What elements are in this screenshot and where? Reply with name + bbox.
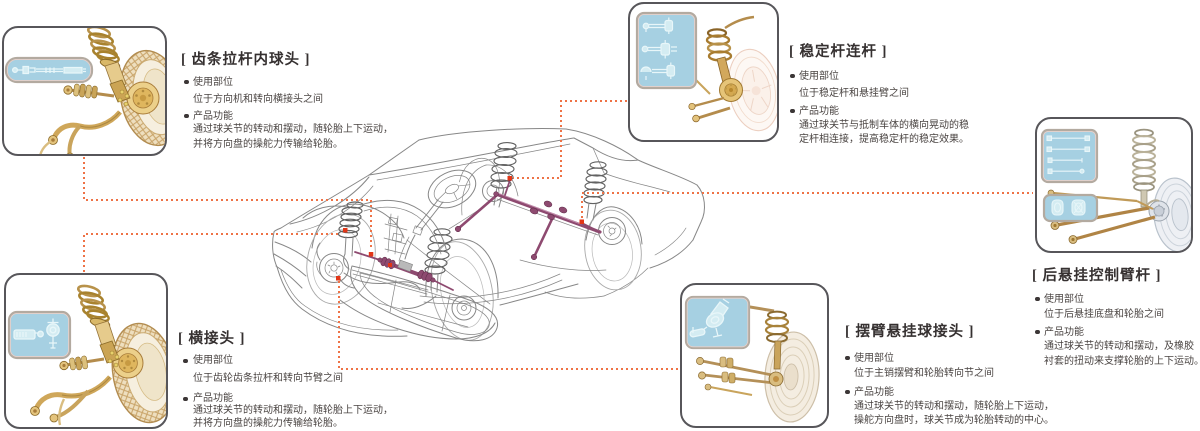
stabilizer-link-icons-panel	[635, 11, 697, 89]
bullet-dot-icon	[790, 73, 795, 79]
photo-panel-rack-inner-ball-joint	[2, 26, 167, 156]
leader-line-swing-arm-ball-joint	[338, 281, 679, 370]
bullet-label: 产品功能	[1044, 327, 1084, 338]
ball-joint-icon	[45, 318, 60, 349]
leader-line-cross-joint	[83, 233, 341, 272]
bullet-line: 通过球关节的转动和摆动，随轮胎上下运动，	[193, 405, 393, 416]
bullet-line: 衬套的扭动来支撑轮胎的上下运动。	[1044, 356, 1200, 367]
control-arm-rods-icon	[1040, 128, 1098, 183]
steering-rack	[354, 251, 454, 291]
bullet-dot-icon	[1035, 296, 1040, 302]
coil-spring	[1131, 128, 1156, 207]
front-left-strut	[337, 201, 364, 270]
bullet-label: 使用部位	[193, 77, 233, 88]
lower-control-arm	[29, 374, 112, 425]
marker-rack-center	[388, 263, 392, 267]
photo-panel-rear-control-arm	[1035, 117, 1193, 253]
bullet-label: 产品功能	[854, 387, 894, 398]
bullet-line: 通过球关节的转动和摆动，及橡胶	[1044, 341, 1194, 352]
bullet-line: 通过球关节的转动和摆动，随轮胎上下运动，	[193, 124, 393, 135]
callout-title: [ 稳定杆连杆 ]	[789, 44, 888, 60]
bullet-label: 产品功能	[799, 106, 839, 117]
callout-title: [ 横接头 ]	[178, 331, 246, 347]
bullet-line: 通过球关节与抵制车体的横向晃动的稳	[799, 120, 969, 131]
bullet-dot-icon	[183, 396, 188, 402]
bullet-dot-icon	[845, 355, 850, 361]
bullet-line: 位于稳定杆和悬挂臂之间	[799, 88, 909, 99]
coil-spring	[86, 28, 131, 102]
bullet-label: 产品功能	[193, 111, 233, 122]
bullet-line: 通过球关节的转动和摆动，随轮胎上下运动，	[854, 401, 1054, 412]
bullet-label: 使用部位	[193, 355, 233, 366]
bullet-dot-icon	[183, 358, 188, 364]
callout-title: [ 摆臂悬挂球接头 ]	[845, 324, 975, 340]
bullet-line: 并将方向盘的操舵力传输给轮胎。	[193, 418, 343, 429]
stabilizer-link-icon	[639, 62, 675, 80]
part-markers	[336, 176, 584, 281]
bullet-line: 位于方向机和转向横接头之间	[193, 94, 323, 105]
photo-panel-cross-joint	[4, 273, 168, 429]
bullet-dot-icon	[184, 79, 189, 85]
callout-title: [ 齿条拉杆内球头 ]	[181, 52, 311, 68]
marker-stabilizer-link	[507, 176, 512, 181]
rear-suspension	[448, 142, 608, 271]
leader-line-rack-inner-ball-joint	[83, 157, 372, 250]
photo-front-strut-gold	[4, 28, 165, 154]
bullet-label: 使用部位	[854, 353, 894, 364]
marker-rear-knuckle	[579, 219, 584, 224]
bullet-dot-icon	[1035, 329, 1040, 335]
bullet-label: 使用部位	[1044, 294, 1084, 305]
stabilizer-link-icon	[642, 17, 673, 34]
bullet-line: 位于主销摆臂和轮胎转向节之间	[854, 368, 994, 379]
stabilizer-link-icon	[641, 39, 677, 58]
wheel-faint	[727, 48, 777, 131]
tie-rod	[58, 355, 104, 370]
bullet-line: 并将方向盘的操舵力传输给轮胎。	[193, 138, 343, 150]
photo-panel-swing-arm-ball-joint	[680, 283, 829, 428]
bullet-label: 产品功能	[193, 393, 233, 404]
marker-outer-tie-rod	[343, 228, 348, 233]
bullet-dot-icon	[845, 389, 850, 395]
photo-panel-stabilizer-link	[628, 2, 779, 142]
steering-wheel	[427, 169, 477, 209]
bullet-dot-icon	[790, 108, 795, 114]
bullet-line: 操舵方向盘时，球关节成为轮胎转动的中心。	[854, 415, 1054, 426]
photo-kingpin-suspension	[684, 295, 820, 423]
front-left-brake	[316, 242, 349, 283]
front-suspension	[302, 199, 499, 342]
swing-arms	[695, 356, 783, 396]
front-subframe	[339, 265, 499, 342]
lower-control-arm	[38, 109, 122, 154]
marker-rack-inner-joint	[368, 252, 374, 257]
rear-right-strut	[583, 161, 608, 221]
leader-lines	[83, 100, 1033, 370]
car-body-outline	[272, 127, 705, 337]
photo-front-strut-gold-2	[7, 284, 166, 425]
bullet-line: 位于齿轮齿条拉杆和转向节臂之间	[193, 373, 343, 384]
coil-spring	[76, 284, 120, 363]
tie-rod-end-icon	[12, 328, 44, 340]
engine-lattice	[383, 213, 408, 255]
rear-stabilizer-links	[454, 176, 602, 261]
marker-lower-ball-joint	[336, 276, 341, 281]
leader-line-rear-control-arm	[581, 192, 1033, 218]
tie-rod-assembly-icon	[4, 56, 93, 83]
photo-rear-suspension	[1040, 128, 1191, 251]
callout-title: [ 后悬挂控制臂杆 ]	[1032, 268, 1162, 284]
bullet-dot-icon	[184, 113, 189, 119]
upper-ball-joint-icon	[684, 295, 750, 349]
bullet-label: 使用部位	[799, 71, 839, 82]
bushing-pair-icon	[1042, 193, 1098, 222]
photo-stabilizer-strut	[635, 11, 777, 131]
tie-rod	[62, 83, 114, 98]
cross-joint-icons-panel	[7, 310, 71, 359]
coil-spring	[705, 27, 732, 84]
bullet-line: 定杆相连接，提高稳定杆的稳定效果。	[799, 134, 969, 145]
bullet-line: 位于后悬挂底盘和轮胎之间	[1044, 309, 1164, 320]
tire	[763, 330, 820, 423]
rear-right-brake-disc	[598, 217, 626, 245]
leader-line-stabilizer-link	[513, 100, 627, 179]
